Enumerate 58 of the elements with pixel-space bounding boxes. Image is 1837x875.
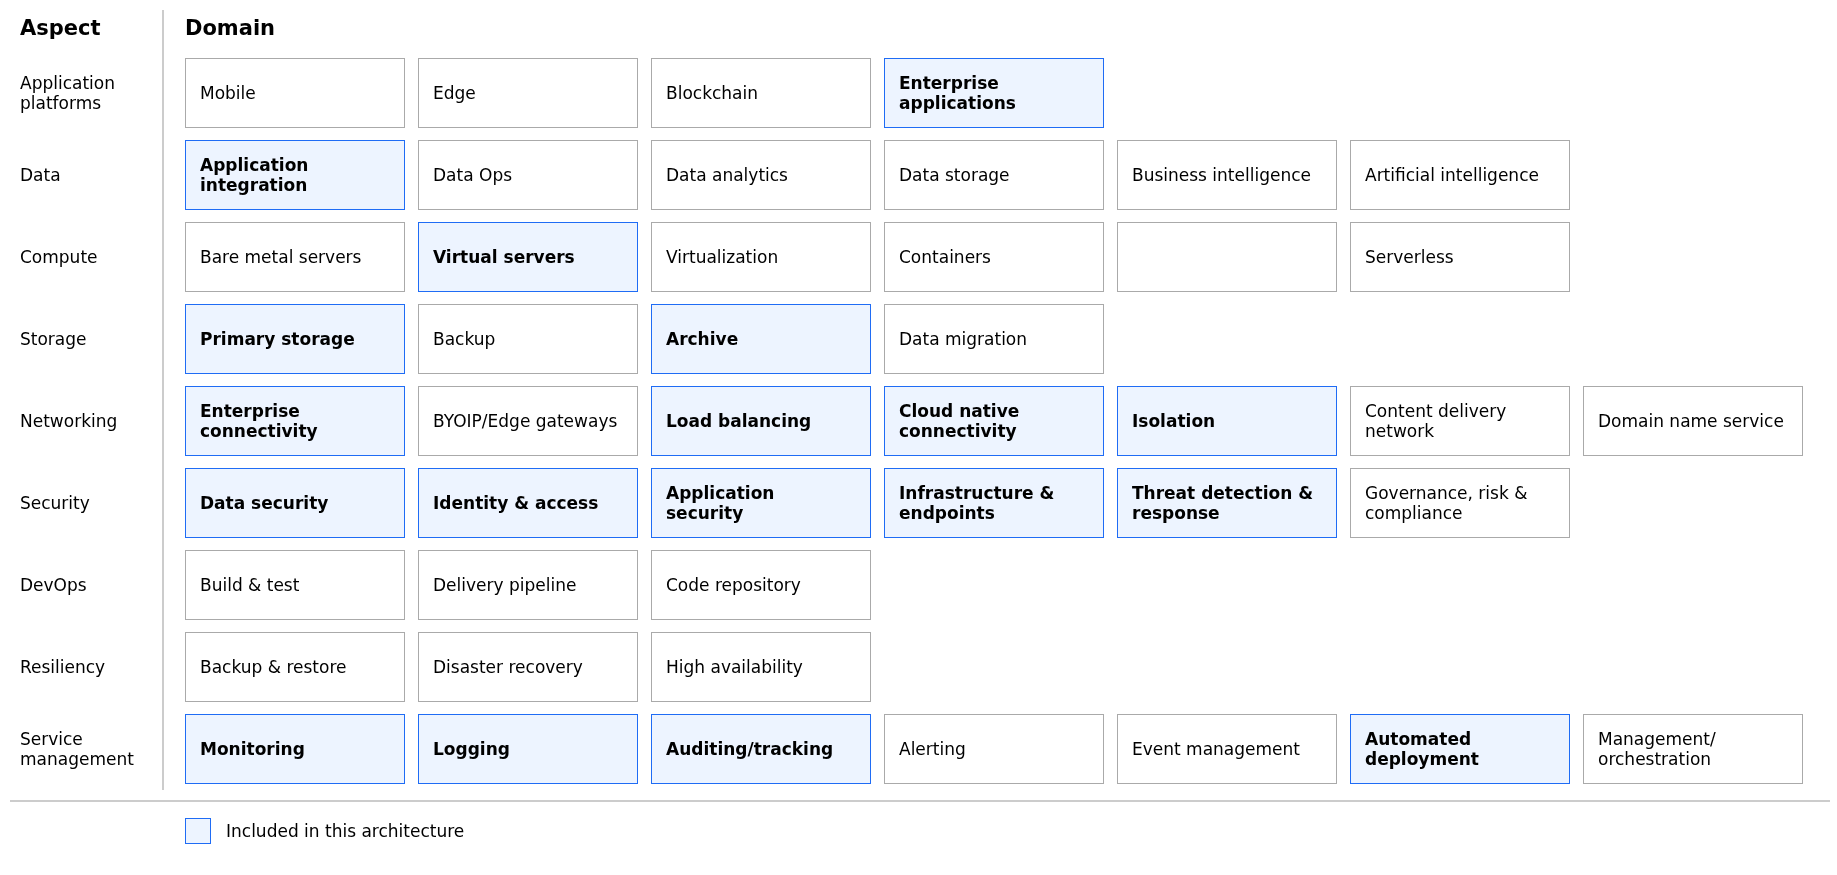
domain-box: Logging	[418, 714, 638, 784]
domain-box: Business intelligence	[1117, 140, 1337, 210]
domain-box: Build & test	[185, 550, 405, 620]
domain-box: Threat detection & response	[1117, 468, 1337, 538]
domain-box: Load balancing	[651, 386, 871, 456]
domain-box: Governance, risk & compliance	[1350, 468, 1570, 538]
domain-box: Edge	[418, 58, 638, 128]
domain-box: Data Ops	[418, 140, 638, 210]
domain-box: Serverless	[1350, 222, 1570, 292]
domain-box: Data storage	[884, 140, 1104, 210]
domain-box: Data analytics	[651, 140, 871, 210]
domain-box: Enterprise applications	[884, 58, 1104, 128]
domain-box: Application integration	[185, 140, 405, 210]
domain-box: Code repository	[651, 550, 871, 620]
domain-box: Blockchain	[651, 58, 871, 128]
domain-box: Auditing/tracking	[651, 714, 871, 784]
domain-box: Primary storage	[185, 304, 405, 374]
domain-box: Containers	[884, 222, 1104, 292]
domain-box: Infrastructure & endpoints	[884, 468, 1104, 538]
domain-box: Content delivery network	[1350, 386, 1570, 456]
domain-box: Virtualization	[651, 222, 871, 292]
domain-box: Data security	[185, 468, 405, 538]
row-label: Security	[20, 491, 91, 515]
row-label: Application platforms	[20, 71, 116, 115]
domain-box: Virtual servers	[418, 222, 638, 292]
domain-box: BYOIP/Edge gateways	[418, 386, 638, 456]
domain-box: Archive	[651, 304, 871, 374]
domain-box: Backup	[418, 304, 638, 374]
domain-box	[1117, 222, 1337, 292]
domain-box: High availability	[651, 632, 871, 702]
domain-box: Alerting	[884, 714, 1104, 784]
domain-box: Backup & restore	[185, 632, 405, 702]
domain-box: Bare metal servers	[185, 222, 405, 292]
row-label: Data	[20, 163, 62, 187]
column-header: Domain	[185, 16, 276, 40]
domain-box: Mobile	[185, 58, 405, 128]
row-label: Compute	[20, 245, 99, 269]
domain-box: Cloud native connectivity	[884, 386, 1104, 456]
row-label: Resiliency	[20, 655, 107, 679]
domain-box: Disaster recovery	[418, 632, 638, 702]
domain-box: Automated deployment	[1350, 714, 1570, 784]
row-label: Storage	[20, 327, 88, 351]
domain-box: Application security	[651, 468, 871, 538]
domain-box: Data migration	[884, 304, 1104, 374]
domain-box: Artificial intelligence	[1350, 140, 1570, 210]
legend-text: Included in this architecture	[226, 821, 465, 841]
row-label: Service management	[20, 727, 135, 771]
row-label: DevOps	[20, 573, 88, 597]
column-header: Aspect	[20, 16, 101, 40]
domain-box: Isolation	[1117, 386, 1337, 456]
domain-box: Management/ orchestration	[1583, 714, 1803, 784]
domain-box: Monitoring	[185, 714, 405, 784]
domain-box: Enterprise connectivity	[185, 386, 405, 456]
domain-box: Event management	[1117, 714, 1337, 784]
domain-box: Delivery pipeline	[418, 550, 638, 620]
row-label: Networking	[20, 409, 119, 433]
domain-box: Identity & access	[418, 468, 638, 538]
domain-box: Domain name service	[1583, 386, 1803, 456]
